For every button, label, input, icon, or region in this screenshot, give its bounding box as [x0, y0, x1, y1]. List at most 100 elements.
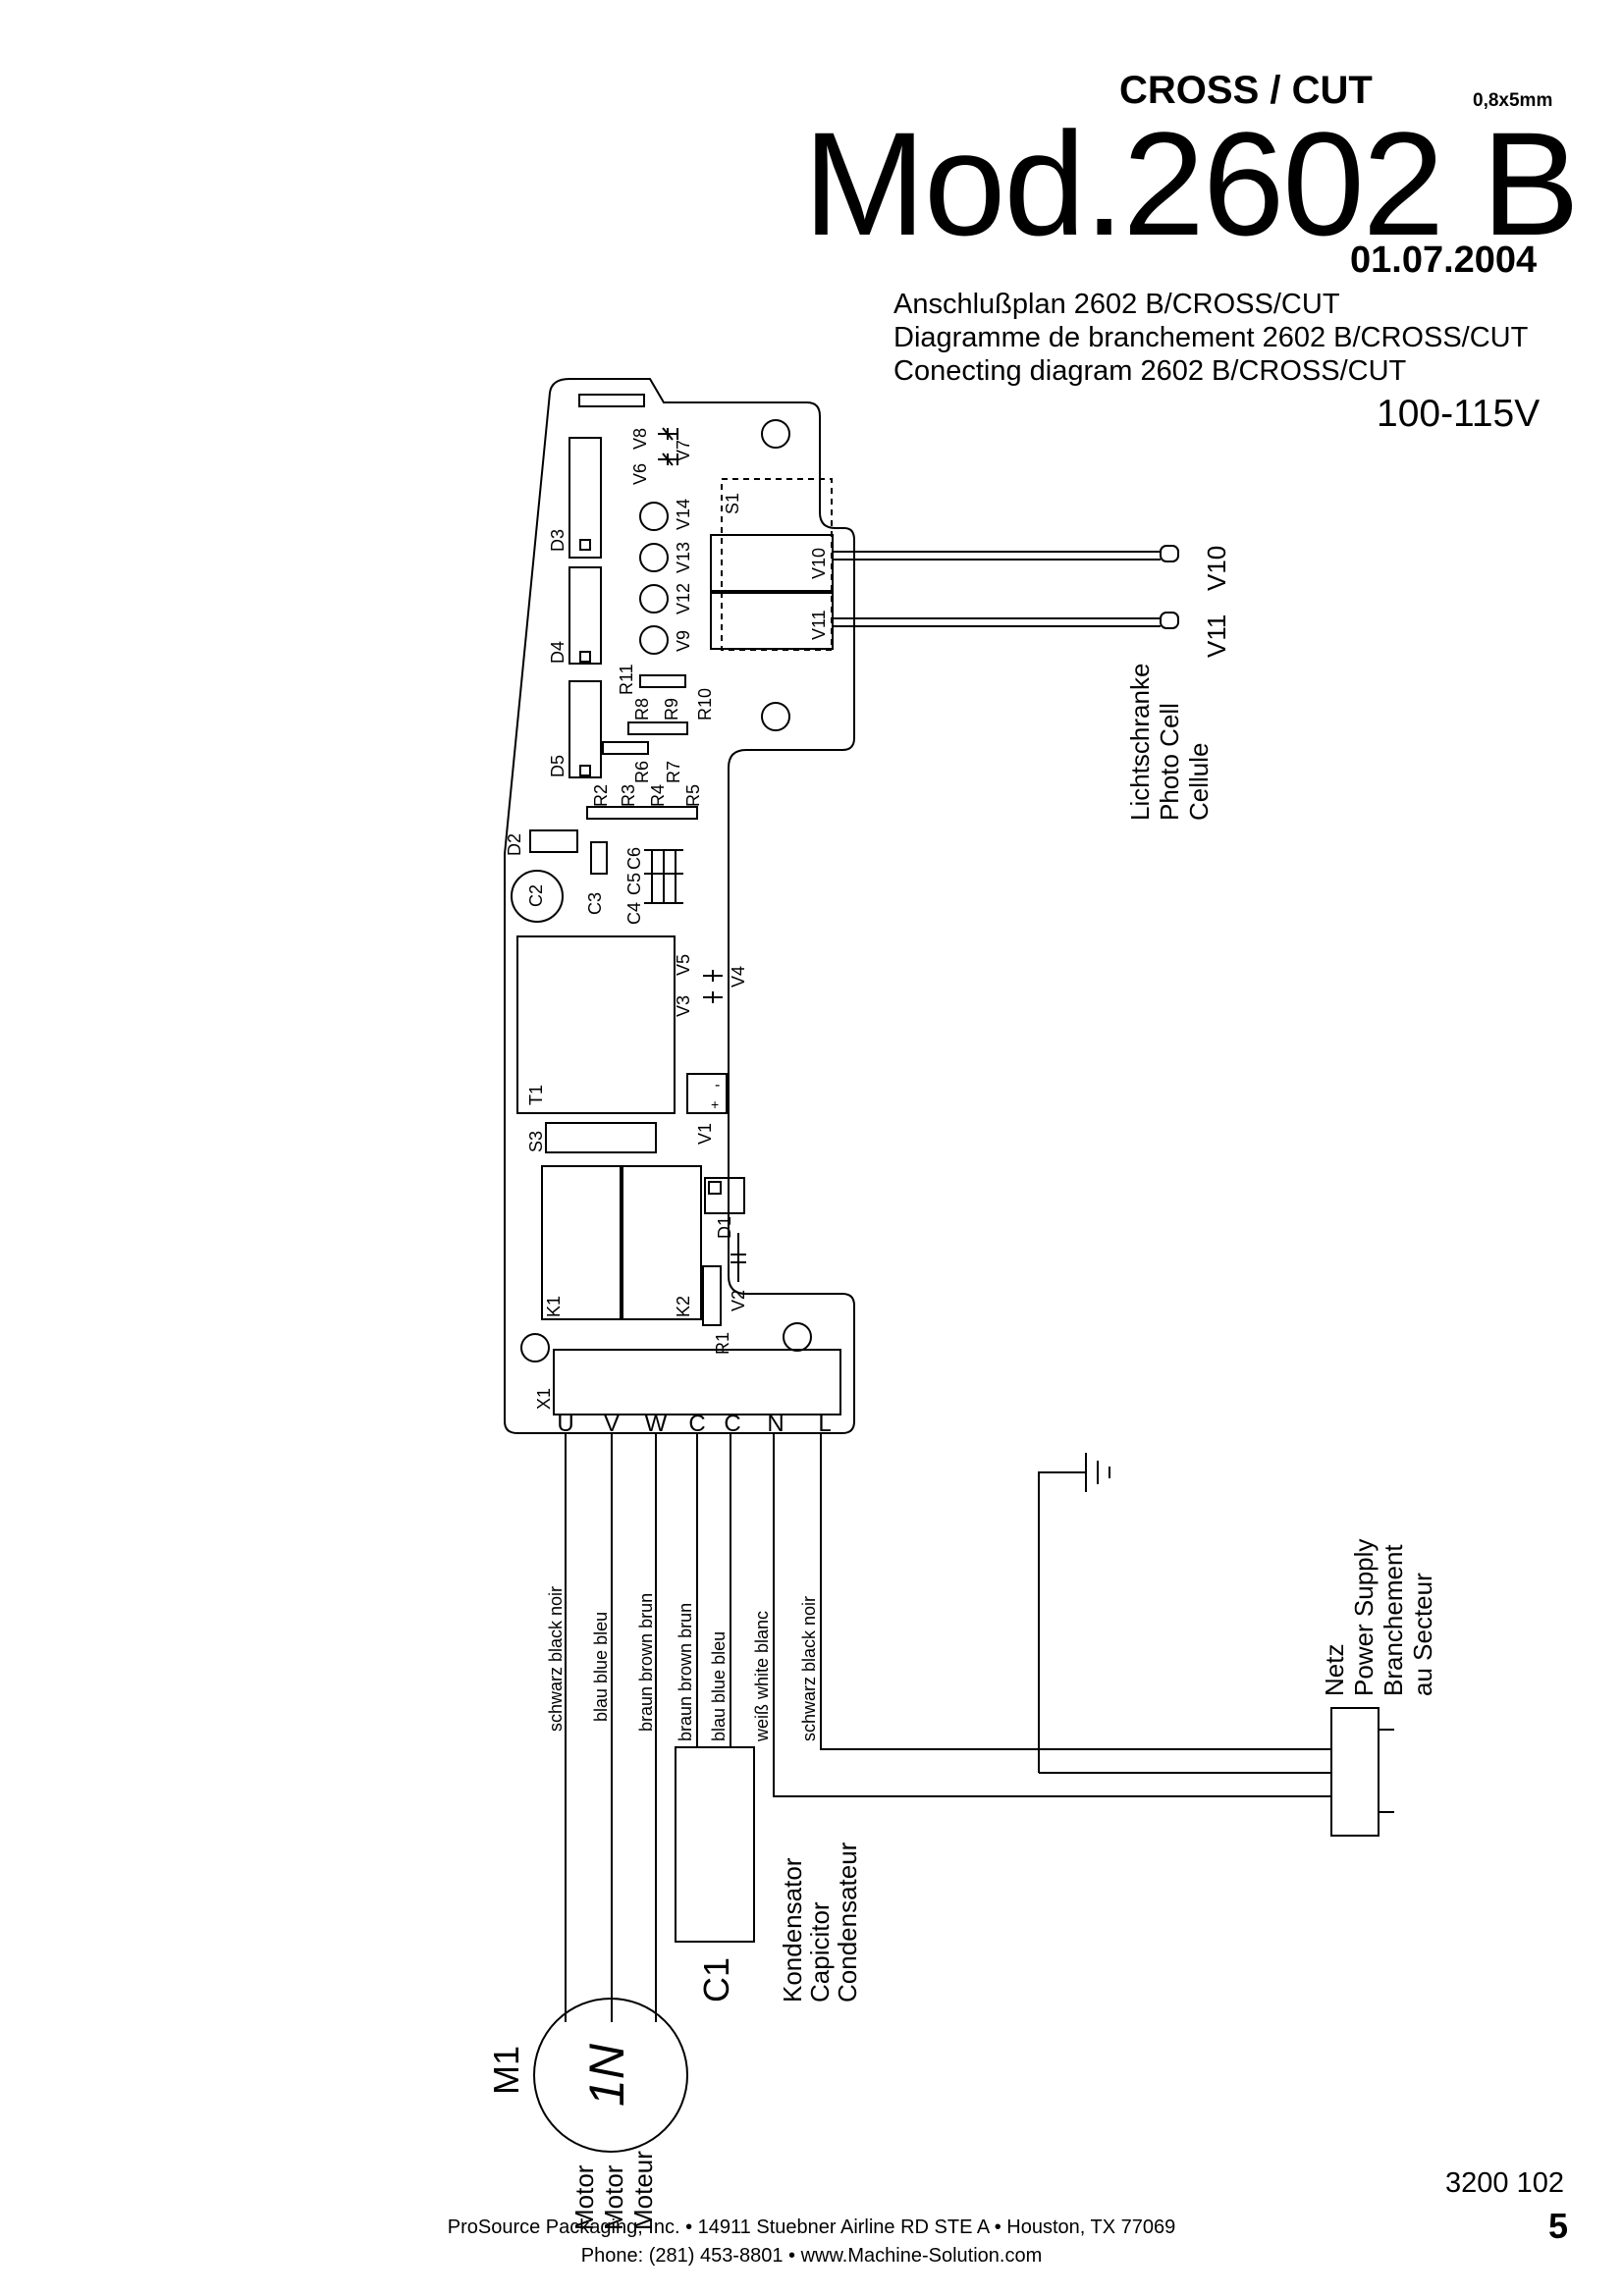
component-d3 [568, 437, 602, 559]
resistor-r8 [627, 721, 688, 735]
document-date: 01.07.2004 [1350, 240, 1538, 281]
component-v1 [686, 1073, 728, 1114]
power-label-fr1: Branchement [1379, 1544, 1408, 1696]
motor-label-en: Motor [599, 2164, 628, 2230]
label-r5: R5 [683, 784, 703, 807]
terminal-c2: C [724, 1411, 740, 1437]
component-d1 [704, 1177, 745, 1214]
label-k1: K1 [544, 1296, 564, 1317]
label-r1: R1 [713, 1332, 732, 1355]
label-v9: V9 [674, 630, 693, 652]
capacitor-c1-id: C1 [696, 1957, 736, 2002]
photocell-label-fr: Cellule [1184, 743, 1214, 822]
label-t1: T1 [526, 1085, 546, 1105]
resistor-r6 [602, 741, 649, 755]
label-r10: R10 [695, 688, 715, 721]
relay-k1 [541, 1165, 622, 1320]
wire-label-c1: braun brown brun [676, 1603, 695, 1741]
footer-address: ProSource Packaging, Inc. • 14911 Stuebn… [447, 2216, 1176, 2238]
label-v2: V2 [729, 1290, 748, 1311]
page-number: 5 [1548, 2206, 1569, 2246]
label-s3: S3 [526, 1131, 546, 1152]
motor-label-de: Motor [569, 2164, 599, 2230]
spec-label: 0,8x5mm [1473, 90, 1553, 111]
terminal-l: L [818, 1411, 831, 1437]
label-v5: V5 [674, 954, 693, 976]
label-v7: V7 [674, 440, 693, 461]
label-k2: K2 [674, 1296, 693, 1317]
terminal-block-x1 [553, 1349, 841, 1415]
mounting-hole [761, 419, 790, 449]
label-r4: R4 [648, 784, 668, 807]
led-v13 [639, 543, 669, 572]
capacitor-label-de: Kondensator [778, 1857, 807, 2002]
label-v1-plus: + [711, 1096, 719, 1112]
resistor-r1 [702, 1265, 722, 1326]
label-r8: R8 [632, 698, 652, 721]
label-v6: V6 [630, 463, 650, 485]
mounting-hole [761, 702, 790, 731]
power-label-fr2: au Secteur [1408, 1573, 1437, 1696]
power-plug [1330, 1707, 1380, 1837]
terminal-w: W [645, 1411, 668, 1437]
photocell-label-v11: V11 [1202, 614, 1231, 658]
capacitor-c1 [675, 1746, 755, 1943]
component-d4 [568, 566, 602, 665]
label-d4: D4 [548, 641, 568, 664]
motor-symbol: 1N [579, 2043, 634, 2107]
capacitor-c3 [590, 841, 608, 875]
label-s1: S1 [723, 493, 742, 514]
capacitor-label-fr: Condensateur [833, 1842, 862, 2002]
terminal-v: V [604, 1411, 620, 1437]
label-r7: R7 [664, 761, 683, 783]
label-r9: R9 [662, 698, 681, 721]
terminal-u: U [557, 1411, 573, 1437]
component-d2 [529, 829, 578, 853]
wire-label-v: blau blue bleu [591, 1612, 611, 1722]
description-english: Conecting diagram 2602 B/CROSS/CUT [893, 355, 1407, 387]
photocell-label-en: Photo Cell [1155, 703, 1184, 821]
label-c6: C6 [624, 847, 644, 870]
label-d3: D3 [548, 529, 568, 552]
pcb-outline [504, 378, 855, 1434]
voltage-label: 100-115V [1377, 393, 1541, 435]
power-label-en: Power Supply [1349, 1539, 1379, 1696]
label-r11: R11 [617, 664, 636, 695]
label-v1: V1 [695, 1123, 715, 1145]
switch-s3 [545, 1122, 657, 1153]
photocell-v10 [1160, 545, 1179, 562]
terminal-c1: C [688, 1411, 705, 1437]
label-v11-board: V11 [809, 610, 829, 640]
motor-label-fr: Moteur [628, 2151, 658, 2230]
resistor-r2 [586, 806, 698, 820]
product-line: CROSS / CUT [1119, 69, 1373, 112]
label-c5: C5 [624, 873, 644, 895]
label-r6: R6 [632, 761, 652, 783]
photocell-label-v10: V10 [1202, 546, 1231, 591]
wire-label-u: schwarz black noir [546, 1586, 566, 1732]
description-german: Anschlußplan 2602 B/CROSS/CUT [893, 289, 1340, 320]
motor-id: M1 [486, 2046, 526, 2095]
wire-label-w: braun brown brun [636, 1593, 656, 1732]
document-number: 3200 102 [1445, 2167, 1564, 2199]
label-v4: V4 [729, 966, 748, 988]
relay-k2 [622, 1165, 702, 1320]
motor-m1 [533, 1998, 688, 2153]
description-french: Diagramme de branchement 2602 B/CROSS/CU… [893, 322, 1529, 353]
label-c2: C2 [526, 884, 546, 907]
led-v9 [639, 625, 669, 655]
resistor-r11 [639, 674, 686, 688]
label-v1-minus: - [715, 1077, 720, 1094]
footer-contact: Phone: (281) 453-8801 • www.Machine-Solu… [580, 2245, 1043, 2267]
label-v13: V13 [674, 542, 693, 573]
component-d5 [568, 680, 602, 778]
model-title: Mod.2602 B [803, 101, 1580, 266]
photocell-label-de: Lichtschranke [1125, 664, 1155, 821]
label-x1: X1 [534, 1388, 554, 1410]
mounting-hole [783, 1322, 812, 1352]
ground-icon [1038, 1453, 1110, 1773]
label-r2: R2 [591, 784, 611, 807]
photocell-v11 [1160, 612, 1179, 629]
mounting-hole [520, 1333, 550, 1362]
power-label-de: Netz [1320, 1644, 1349, 1696]
